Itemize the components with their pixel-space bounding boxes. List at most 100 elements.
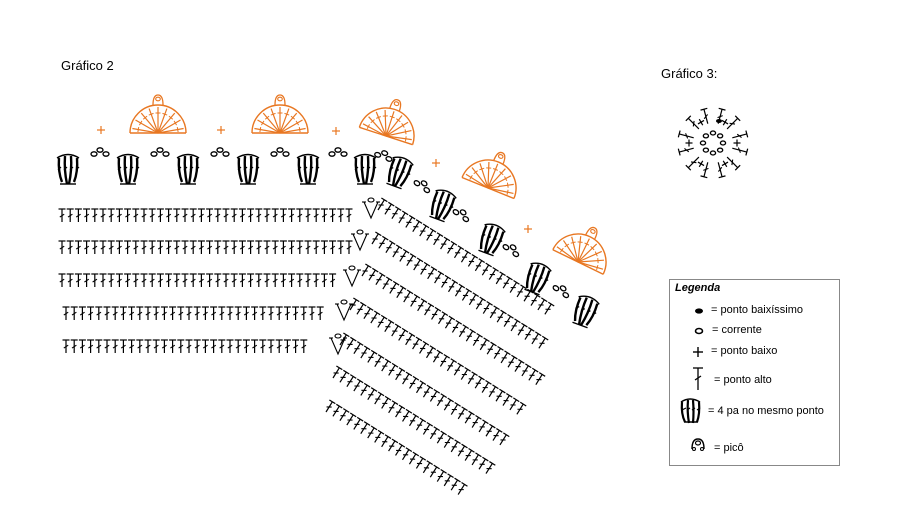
double-crochet-stitch — [535, 372, 546, 385]
double-crochet-stitch — [472, 332, 483, 346]
chain-group — [90, 147, 110, 157]
double-crochet-stitch — [370, 310, 381, 324]
double-crochet-stitch — [388, 438, 399, 452]
double-crochet-stitch — [91, 273, 99, 287]
double-crochet-stitch — [685, 156, 700, 171]
double-crochet-icon — [693, 367, 703, 390]
chain-group — [210, 147, 230, 157]
double-crochet-stitch — [353, 341, 364, 355]
double-crochet-stitch — [214, 240, 222, 254]
double-crochet-stitch — [384, 201, 395, 215]
double-crochet-stitch — [461, 287, 473, 301]
chain-group — [374, 150, 393, 162]
double-crochet-stitch — [468, 292, 480, 306]
double-crochet-stitch — [436, 430, 447, 444]
double-crochet-stitch — [450, 439, 461, 453]
legend-item-slip-stitch: = ponto baixíssimo — [670, 302, 839, 322]
double-crochet-stitch — [453, 362, 464, 376]
double-crochet-stitch — [467, 371, 478, 385]
double-crochet-stitch — [132, 208, 140, 222]
legend-item-chain: = corrente — [670, 323, 839, 343]
double-crochet-stitch — [482, 300, 493, 314]
double-crochet-stitch — [320, 208, 328, 222]
double-crochet-stitch — [124, 240, 132, 254]
double-crochet-stitch — [530, 293, 541, 306]
double-crochet-stitch — [457, 406, 468, 420]
double-crochet-stitch — [304, 240, 312, 254]
double-crochet-stitch — [457, 443, 468, 457]
double-crochet-stitch — [422, 460, 434, 474]
chain-stitch — [716, 147, 724, 153]
legend-label: = ponto alto — [714, 374, 772, 386]
double-crochet-stitch — [169, 306, 177, 320]
double-crochet-stitch — [516, 284, 527, 298]
double-crochet-stitch — [247, 273, 255, 287]
double-crochet-stitch — [360, 345, 371, 359]
double-crochet-stitch — [446, 358, 458, 372]
double-crochet-stitch — [332, 403, 343, 417]
double-crochet-stitch — [424, 302, 435, 316]
double-crochet-stitch — [349, 297, 360, 311]
chain-group — [502, 244, 520, 258]
legend-title: Legenda — [675, 282, 721, 294]
double-crochet-stitch — [429, 426, 441, 440]
chart2-chains — [90, 147, 570, 299]
double-crochet-stitch — [474, 258, 486, 272]
double-crochet-stitch — [99, 240, 107, 254]
double-crochet-stitch — [436, 468, 447, 482]
double-crochet-stitch — [263, 273, 271, 287]
double-crochet-stitch — [312, 273, 320, 287]
chain-group — [150, 147, 170, 157]
double-crochet-stitch — [173, 208, 181, 222]
double-crochet-stitch — [360, 382, 371, 396]
double-crochet-stitch — [412, 336, 423, 350]
double-crochet-stitch — [177, 306, 185, 320]
double-crochet-stitch — [337, 208, 345, 222]
double-crochet-stitch — [517, 322, 528, 336]
dc-row-4 — [62, 306, 324, 320]
double-crochet-stitch — [412, 219, 423, 233]
double-crochet-stitch — [474, 375, 485, 389]
double-crochet-stitch — [391, 206, 402, 220]
chain-group — [270, 147, 290, 157]
double-crochet-stitch — [193, 306, 201, 320]
double-crochet-stitch — [415, 455, 427, 469]
double-crochet-stitch — [95, 339, 103, 353]
double-crochet-stitch — [165, 208, 173, 222]
slip-stitch — [716, 119, 722, 123]
double-crochet-stitch — [700, 162, 709, 179]
double-crochet-stitch — [115, 240, 123, 254]
double-crochet-stitch — [279, 273, 287, 287]
double-crochet-stitch — [408, 451, 420, 465]
shell-stitch — [429, 189, 457, 223]
double-crochet-stitch — [283, 306, 291, 320]
legend-label: = ponto baixo — [711, 345, 778, 357]
double-crochet-stitch — [107, 208, 115, 222]
double-crochet-stitch — [279, 208, 287, 222]
double-crochet-stitch — [447, 240, 458, 254]
v-stitch-corner — [362, 197, 380, 220]
double-crochet-stitch — [528, 367, 539, 381]
double-crochet-stitch — [316, 306, 324, 320]
double-crochet-stitch — [509, 280, 520, 293]
double-crochet-stitch — [447, 279, 459, 293]
double-crochet-stitch — [381, 395, 392, 409]
chart2-straight-rows — [58, 208, 353, 353]
double-crochet-stitch — [395, 404, 406, 418]
double-crochet-stitch — [374, 391, 385, 405]
double-crochet-stitch — [181, 208, 189, 222]
double-crochet-stitch — [173, 240, 181, 254]
double-crochet-stitch — [402, 371, 413, 385]
double-crochet-stitch — [234, 306, 242, 320]
double-crochet-stitch — [271, 240, 279, 254]
double-crochet-stitch — [388, 362, 399, 376]
double-crochet-stitch — [479, 337, 490, 351]
double-crochet-stitch — [496, 309, 507, 323]
double-crochet-stitch — [443, 434, 454, 448]
dc-diag-row-6 — [332, 365, 496, 474]
dc-diag-row-5 — [339, 332, 510, 446]
double-crochet-stitch — [74, 273, 82, 287]
double-crochet-stitch — [401, 447, 413, 461]
double-crochet-stitch — [700, 107, 709, 124]
double-crochet-stitch — [346, 336, 357, 350]
